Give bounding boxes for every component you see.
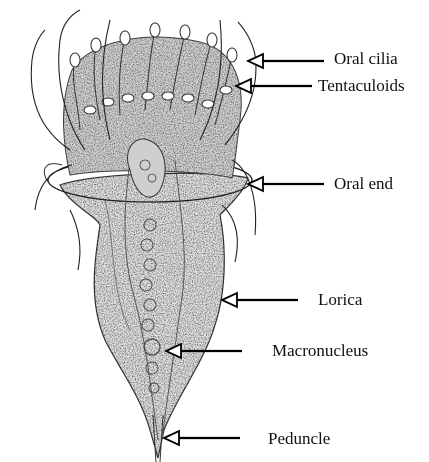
arrow-oral-end — [248, 177, 324, 191]
arrow-lorica — [222, 293, 298, 307]
tentaculoid-knob — [182, 94, 194, 102]
tentaculoid-knob — [207, 33, 217, 47]
tentaculoid-knob — [202, 100, 214, 108]
label-tentaculoids: Tentaculoids — [318, 77, 405, 94]
tentaculoid-knob — [120, 31, 130, 45]
arrow-peduncle — [164, 431, 240, 445]
organism-body — [44, 37, 252, 462]
tentaculoid-knob — [91, 38, 101, 52]
label-peduncle: Peduncle — [268, 430, 330, 447]
tentaculoid-knob — [142, 92, 154, 100]
tentaculoid-knob — [162, 92, 174, 100]
tentaculoid-knob — [122, 94, 134, 102]
label-lorica: Lorica — [318, 291, 362, 308]
tentaculoid-knob — [150, 23, 160, 37]
label-oral-cilia: Oral cilia — [334, 50, 398, 67]
tentaculoid-knob — [227, 48, 237, 62]
lorica-stipple — [60, 173, 248, 458]
tentaculoid-knob — [70, 53, 80, 67]
label-oral-end: Oral end — [334, 175, 393, 192]
tentaculoid-knob — [220, 86, 232, 94]
oral-cilium — [70, 210, 80, 270]
tentaculoid-knob — [84, 106, 96, 114]
arrow-tentaculoids — [236, 79, 312, 93]
tentaculoid-knob — [180, 25, 190, 39]
arrow-oral-cilia — [248, 54, 324, 68]
label-macronucleus: Macronucleus — [272, 342, 368, 359]
